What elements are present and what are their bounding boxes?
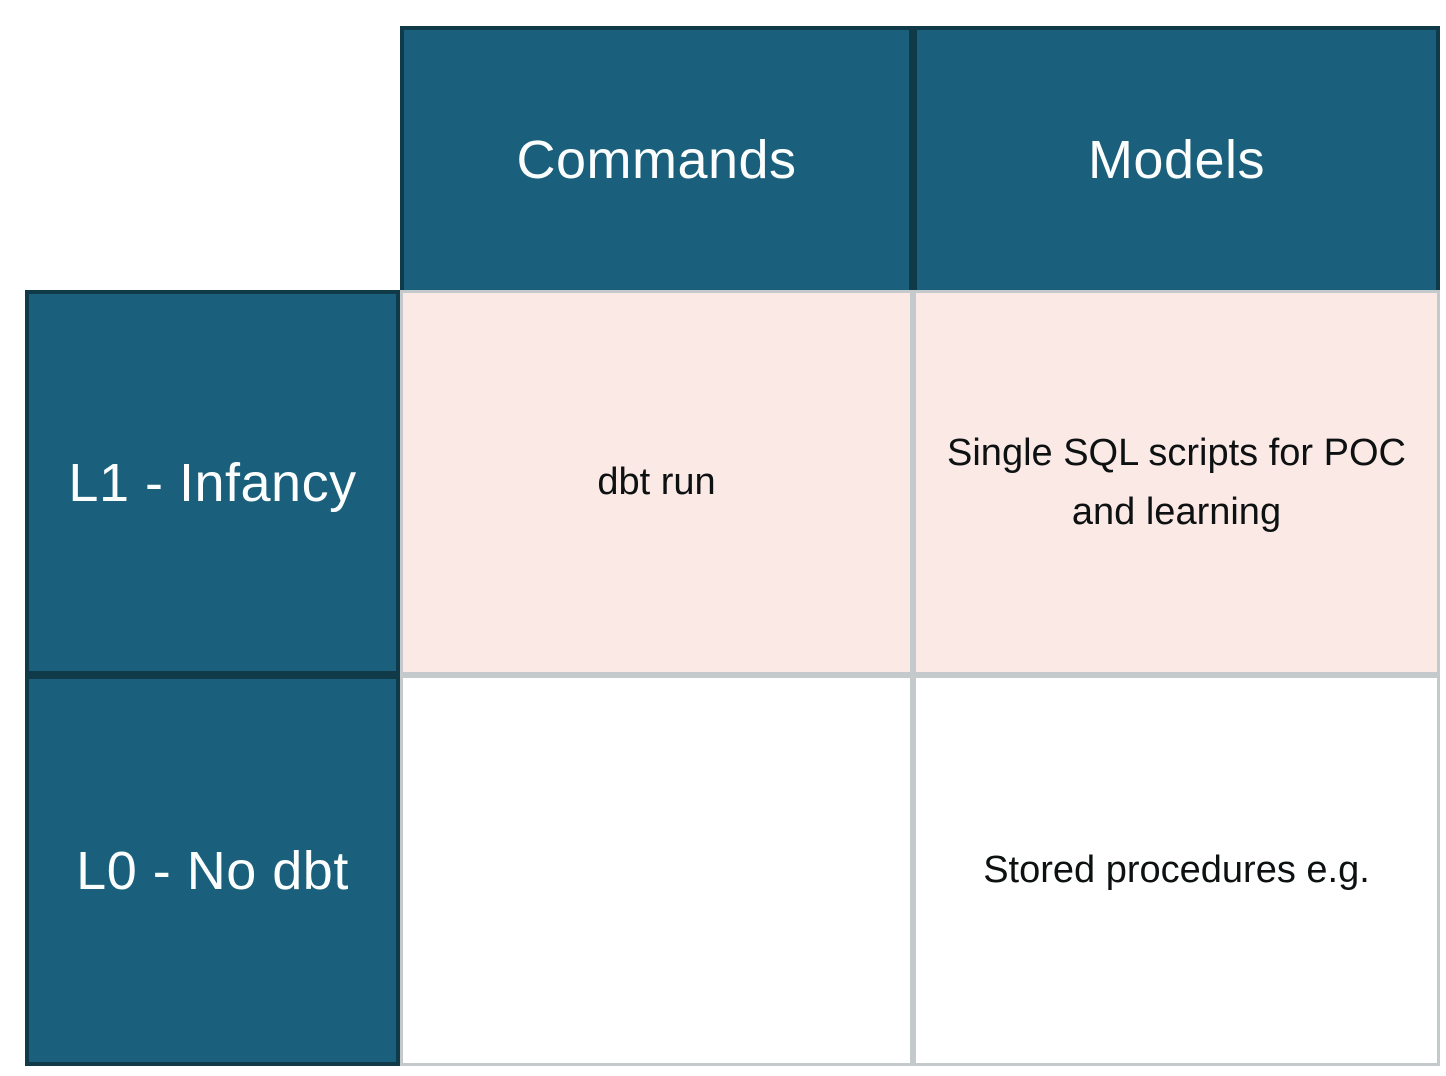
column-header-commands: Commands: [400, 26, 913, 290]
corner-cell-empty: [25, 26, 400, 290]
maturity-matrix-table: Commands Models L1 - Infancy dbt run Sin…: [25, 26, 1440, 1066]
row-header-l0-no-dbt: L0 - No dbt: [25, 675, 400, 1066]
cell-l0-commands: [400, 675, 913, 1066]
column-header-models: Models: [913, 26, 1440, 290]
cell-l1-models: Single SQL scripts for POC and learning: [913, 290, 1440, 675]
cell-l1-commands: dbt run: [400, 290, 913, 675]
cell-l0-models: Stored procedures e.g.: [913, 675, 1440, 1066]
row-header-l1-infancy: L1 - Infancy: [25, 290, 400, 675]
